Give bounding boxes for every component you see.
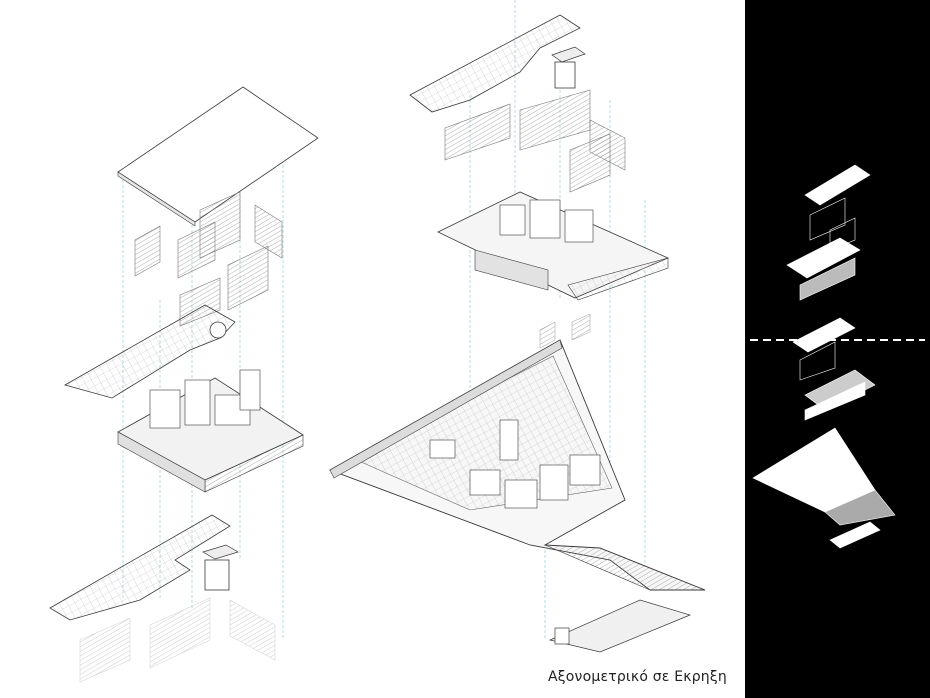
drawing-caption: Αξονομετρικό σε Εκρηξη (548, 669, 727, 685)
key-diagram-panel (745, 0, 930, 698)
lower-walls-left (79, 597, 276, 683)
floor-plate-right (437, 191, 669, 301)
lower-roof-left (49, 514, 239, 621)
key-level-middle (792, 317, 876, 421)
axonometric-svg (49, 0, 706, 683)
wall-fragments-left (134, 191, 283, 327)
roof-slab-left (117, 86, 319, 227)
site-ground-plane (328, 339, 706, 591)
foundation-fragment (548, 599, 692, 653)
roof-slab-right (409, 14, 586, 113)
key-level-bottom (752, 427, 896, 549)
wall-fragments-center (539, 313, 591, 349)
key-diagram-svg (750, 164, 925, 549)
key-level-top (786, 164, 871, 301)
exploded-axonometric-drawing (49, 0, 706, 683)
wall-fragments-right (444, 89, 626, 193)
floor-plate-left (63, 304, 304, 493)
